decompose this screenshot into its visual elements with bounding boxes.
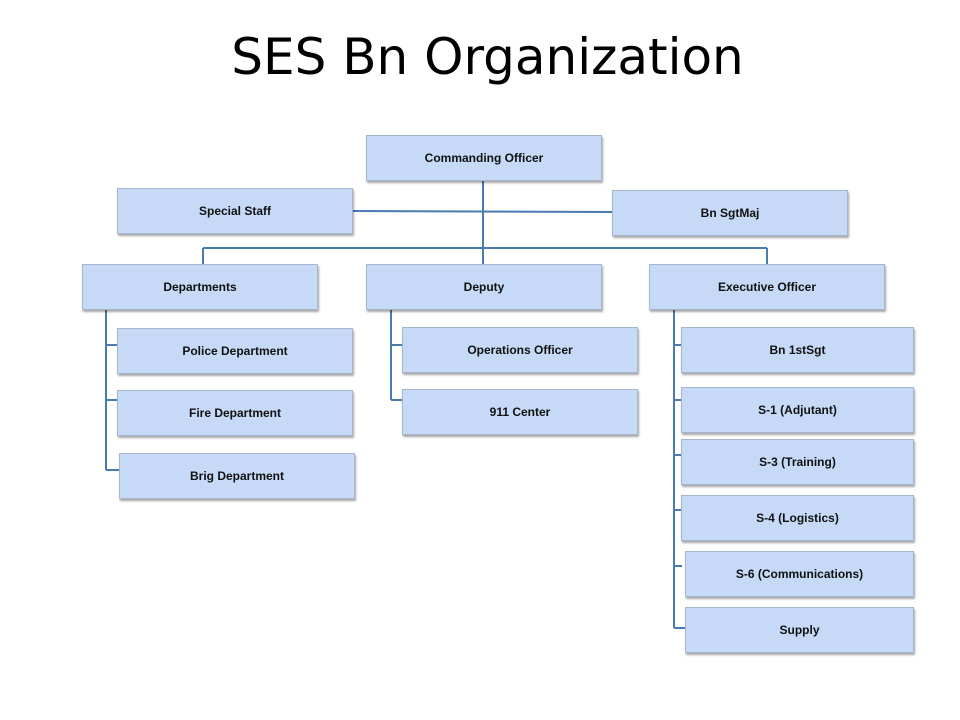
node-executive-officer: Executive Officer: [649, 264, 885, 310]
node-brig-department: Brig Department: [119, 453, 355, 499]
node-fire-department: Fire Department: [117, 390, 353, 436]
node-s6-communications: S-6 (Communications): [685, 551, 914, 597]
node-police-department: Police Department: [117, 328, 353, 374]
node-deputy: Deputy: [366, 264, 602, 310]
node-911-center: 911 Center: [402, 389, 638, 435]
node-special-staff: Special Staff: [117, 188, 353, 234]
node-s1-adjutant: S-1 (Adjutant): [681, 387, 914, 433]
node-bn-sgtmaj: Bn SgtMaj: [612, 190, 848, 236]
page-title: SES Bn Organization: [231, 28, 744, 86]
node-supply: Supply: [685, 607, 914, 653]
node-bn-1stsgt: Bn 1stSgt: [681, 327, 914, 373]
node-departments: Departments: [82, 264, 318, 310]
node-commanding-officer: Commanding Officer: [366, 135, 602, 181]
node-operations-officer: Operations Officer: [402, 327, 638, 373]
connector-staff: [352, 210, 614, 213]
node-s4-logistics: S-4 (Logistics): [681, 495, 914, 541]
node-s3-training: S-3 (Training): [681, 439, 914, 485]
